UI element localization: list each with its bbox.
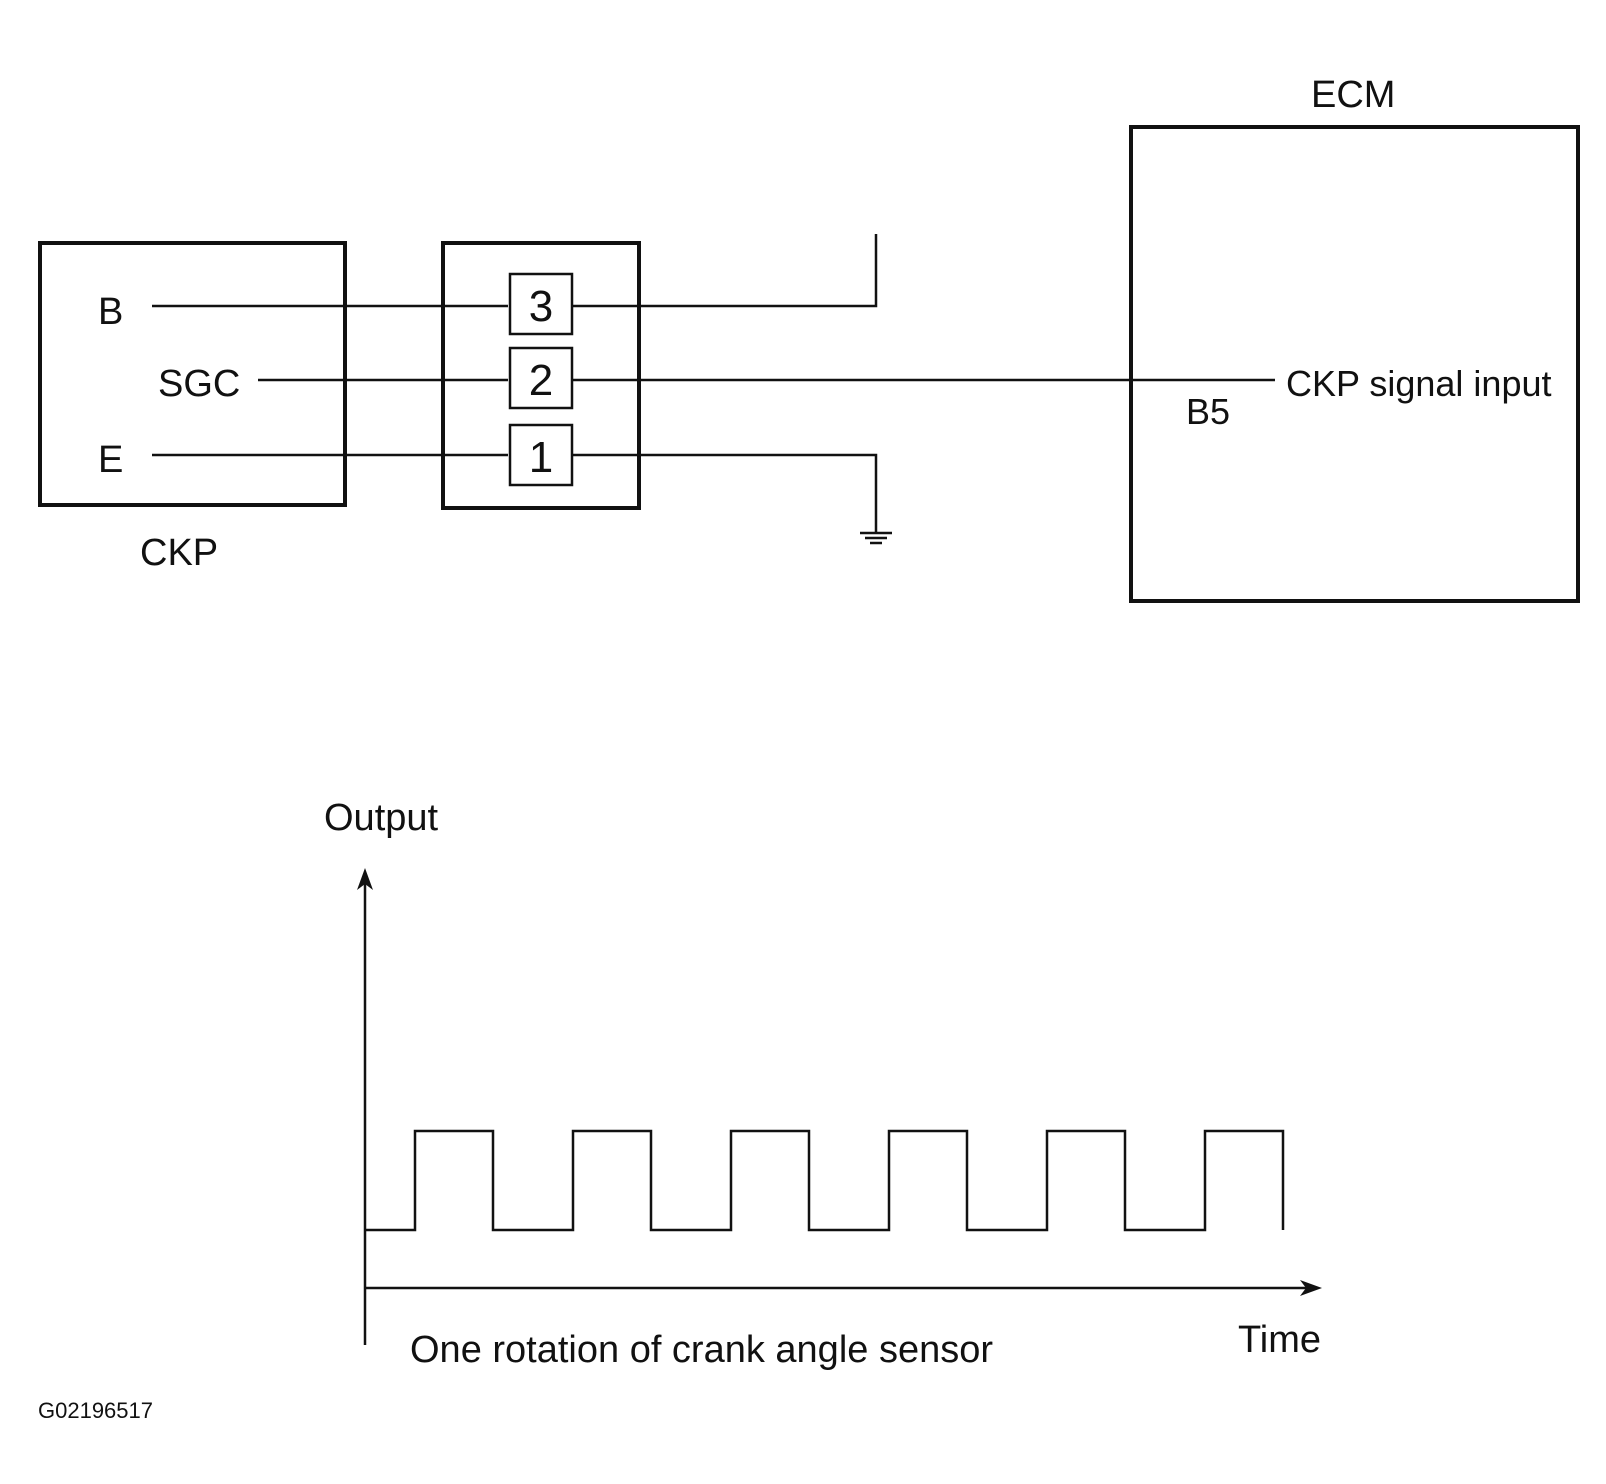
waveform-caption: One rotation of crank angle sensor	[410, 1329, 993, 1371]
connector-box	[441, 241, 641, 510]
square-wave-path	[365, 1129, 1285, 1232]
connector-pin-3-label: 3	[529, 282, 553, 331]
wire-pin1-ground	[570, 453, 878, 532]
ecm-pin-label: B5	[1186, 391, 1230, 432]
x-axis-arrow-icon	[1300, 1280, 1322, 1296]
figure-id: G02196517	[38, 1398, 153, 1423]
y-axis-arrow-icon	[357, 868, 373, 890]
ground-icon	[860, 531, 892, 545]
ckp-signal-input-label: CKP signal input	[1286, 363, 1552, 404]
ecm-box	[1129, 125, 1580, 603]
terminal-sgc-label: SGC	[158, 363, 240, 405]
ecm-label: ECM	[1311, 74, 1395, 116]
ckp-label: CKP	[140, 532, 218, 574]
connector-pin-3	[508, 272, 574, 336]
terminal-b-label: B	[98, 291, 123, 333]
ckp-sensor-box	[38, 241, 347, 507]
output-axis-label: Output	[324, 797, 439, 839]
connector-pin-2-label: 2	[529, 356, 553, 405]
square-wave-signal	[365, 1129, 1285, 1232]
time-axis-label: Time	[1238, 1319, 1321, 1361]
connector-pin-2	[508, 346, 574, 410]
connector-pin-1-label: 1	[529, 433, 553, 482]
terminal-e-label: E	[98, 439, 123, 481]
wire-pin3-power	[570, 234, 878, 308]
connector-pin-1	[508, 423, 574, 487]
